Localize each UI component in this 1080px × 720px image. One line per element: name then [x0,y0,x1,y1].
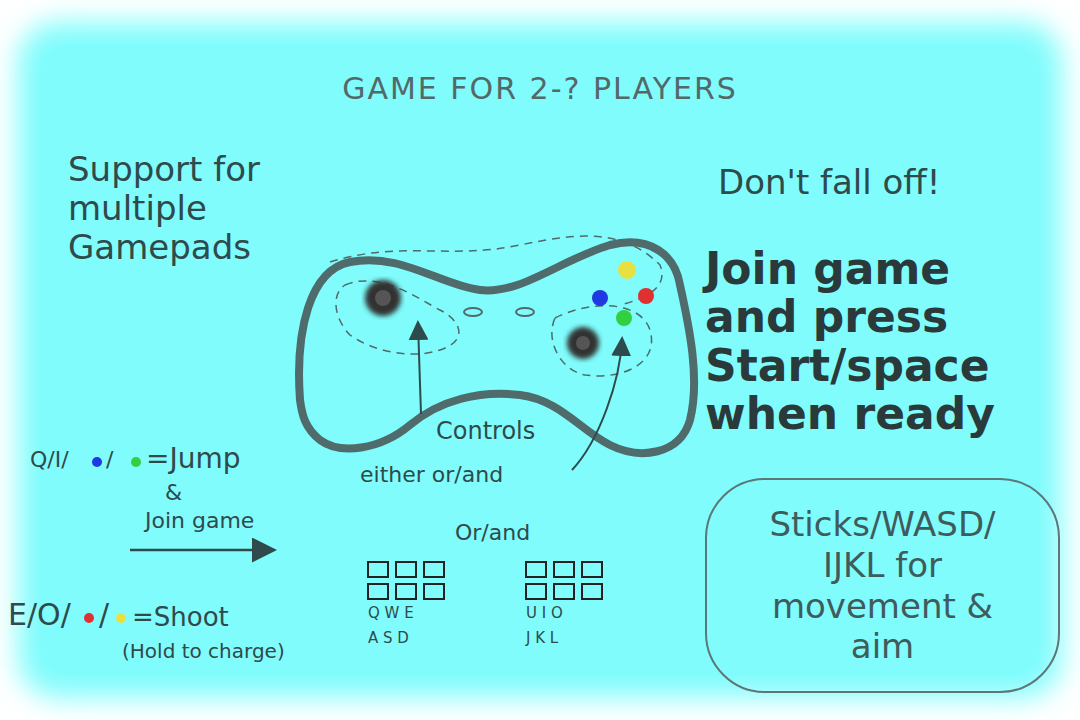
feature-note: Support for multiple Gamepads [68,150,358,267]
controls-note: either or/and [360,462,503,487]
join-instruction: Join game and press Start/space when rea… [705,245,1050,439]
jump-action: =Jump [146,443,241,475]
key-row: A S D [368,630,409,647]
charge-note: (Hold to charge) [122,640,285,663]
game-title: GAME FOR 2-? PLAYERS [0,72,1080,107]
key-row: Q W E [368,605,414,622]
jump-keys: Q/I/ [30,447,69,472]
controls-text: Sticks/WASD/ IJKL for movement & aim [739,504,1026,667]
shoot-keys: E/O/ [8,598,71,633]
controls-box: Sticks/WASD/ IJKL for movement & aim [705,478,1060,693]
separator: / [106,447,113,472]
ampersand: & [165,480,182,505]
separator: / [99,598,109,633]
key-row: U I O [526,605,563,622]
key-row: J K L [526,630,558,647]
controls-label: Controls [436,418,535,446]
shoot-action: =Shoot [132,603,229,633]
or-and-label: Or/and [455,520,530,545]
warning-note: Don't fall off! [718,163,940,202]
join-action: Join game [145,508,254,533]
